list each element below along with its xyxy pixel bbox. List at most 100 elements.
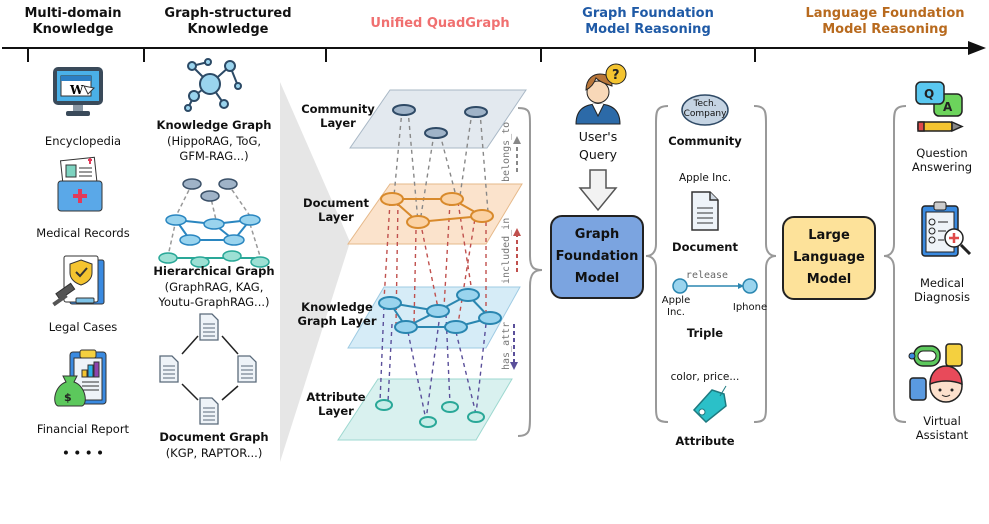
layer-label-line: Document — [303, 196, 369, 210]
graph-type-examples: (HippoRAG, ToG, — [166, 134, 262, 148]
layer-label-document: Document Layer — [296, 196, 376, 224]
header-line: Multi-domain — [24, 6, 122, 21]
header-gfm-reasoning: Graph Foundation Model Reasoning — [548, 6, 748, 38]
graph-type-examples: (GraphRAG, KAG, — [164, 280, 264, 294]
tag-icon — [692, 385, 727, 424]
app-label-line: Answering — [911, 160, 973, 174]
medical-clipboard-icon — [921, 201, 972, 257]
layer-label-knowledge-graph: Knowledge Graph Layer — [292, 300, 382, 328]
graph-type-title: Hierarchical Graph — [153, 264, 275, 278]
user-query-line: User's — [578, 129, 618, 144]
header-lfm-reasoning: Language Foundation Model Reasoning — [780, 6, 989, 38]
down-arrow-icon — [578, 169, 618, 212]
layer-label-line: Layer — [318, 210, 354, 224]
header-line: Model Reasoning — [822, 22, 948, 37]
timeline — [2, 41, 986, 62]
gfm-box-line: Graph — [574, 227, 620, 242]
graph-type-examples: (KGP, RAPTOR...) — [165, 446, 263, 460]
transition-chevron — [280, 82, 350, 462]
llm-box-line: Model — [806, 272, 852, 287]
graph-foundation-model-box: Graph Foundation Model — [550, 215, 644, 299]
application-label-virtual-assistant: Virtual Assistant — [905, 414, 979, 442]
virtual-assistant-icon — [908, 343, 963, 403]
app-label-line: Virtual — [923, 414, 961, 428]
document-graph-icon — [159, 313, 257, 425]
app-label-line: Question — [916, 146, 968, 160]
knowledge-graph-icon — [184, 58, 242, 112]
user-query-label: User's Query — [560, 128, 636, 164]
relation-belongs-to: belongs_to — [501, 121, 512, 182]
domain-label-legal-cases: Legal Cases — [48, 320, 118, 334]
svg-text:?: ? — [612, 68, 620, 83]
domain-label-financial-report: Financial Report — [36, 422, 130, 436]
svg-text:$: $ — [64, 391, 72, 404]
header-line: Language Foundation — [805, 6, 965, 21]
bubble-line: Tech. — [693, 99, 717, 109]
layer-label-attribute: Attribute Layer — [296, 390, 376, 418]
gfm-output-community: Community — [668, 134, 742, 148]
header-unified-quadgraph: Unified QuadGraph — [370, 16, 510, 31]
app-label-line: Diagnosis — [914, 290, 970, 304]
graph-type-examples: Youtu-GraphRAG...) — [158, 295, 270, 309]
layer-label-line: Layer — [318, 404, 354, 418]
triple-head-line: Apple — [661, 295, 691, 306]
graph-type-title: Knowledge Graph — [156, 118, 272, 132]
gfm-output-attribute: Attribute — [675, 434, 735, 448]
domain-label-medical-records: Medical Records — [36, 226, 130, 240]
app-label-line: Assistant — [915, 428, 969, 442]
document-caption: Apple Inc. — [678, 172, 732, 184]
layer-label-line: Community — [301, 102, 375, 116]
graph-type-title: Document Graph — [159, 430, 269, 444]
header-line: Model Reasoning — [585, 22, 711, 37]
application-brace — [883, 105, 907, 423]
financial-report-icon: $ — [54, 349, 107, 407]
layer-label-line: Graph Layer — [297, 314, 377, 328]
relation-included-in: included_in — [501, 217, 512, 284]
community-bubble-icon — [681, 94, 729, 126]
svg-text:A: A — [943, 100, 953, 114]
triple-edge — [672, 278, 758, 294]
layer-label-line: Attribute — [306, 390, 366, 404]
llm-box-line: Language — [793, 250, 865, 265]
layer-label-line: Layer — [320, 116, 356, 130]
attribute-caption: color, price... — [670, 371, 740, 383]
community-plane — [349, 89, 527, 149]
header-graph-structured: Graph-structured Knowledge — [148, 6, 308, 38]
document-icon — [691, 191, 719, 231]
user-avatar-icon: ? — [575, 63, 627, 125]
app-label-line: Medical — [919, 276, 965, 290]
timeline-arrowhead — [968, 41, 986, 55]
graph-type-examples: GFM-RAG...) — [179, 149, 249, 163]
qa-bubbles-icon: A Q — [915, 81, 964, 133]
layer-label-community: Community Layer — [298, 102, 378, 130]
relation-has-attr: has_attr — [501, 321, 512, 370]
large-language-model-box: Large Language Model — [782, 216, 876, 300]
legal-document-icon — [52, 255, 105, 307]
hierarchical-graph-icon — [158, 178, 270, 268]
quadgraph-layers — [337, 89, 527, 441]
domain-ellipsis: • • • • — [62, 446, 104, 460]
header-multi-domain: Multi-domain Knowledge — [8, 6, 138, 38]
layer-label-line: Knowledge — [301, 300, 373, 314]
domain-label-encyclopedia: Encyclopedia — [44, 134, 122, 148]
application-label-medical-diagnosis: Medical Diagnosis — [905, 276, 979, 304]
header-line: Knowledge — [187, 22, 269, 37]
gfm-output-document: Document — [672, 240, 738, 254]
gfm-output-triple: Triple — [686, 326, 724, 340]
encyclopedia-monitor-icon: W — [53, 67, 103, 116]
header-line: Graph Foundation — [582, 6, 714, 21]
community-bubble-text: Tech. Company — [680, 99, 730, 119]
medical-folder-icon — [57, 156, 103, 212]
triple-head: Apple Inc. — [658, 295, 694, 319]
gfm-output-brackets — [645, 105, 777, 423]
header-line: Graph-structured — [164, 6, 292, 21]
user-query-line: Query — [579, 147, 617, 162]
bubble-line: Company — [683, 109, 727, 119]
triple-relation: release — [685, 270, 729, 281]
svg-text:W: W — [69, 83, 84, 97]
llm-box-line: Large — [808, 228, 850, 243]
header-line: Knowledge — [32, 22, 114, 37]
triple-head-line: Inc. — [667, 307, 685, 318]
quadgraph-brace — [517, 107, 543, 437]
triple-tail: Iphone — [732, 302, 768, 313]
